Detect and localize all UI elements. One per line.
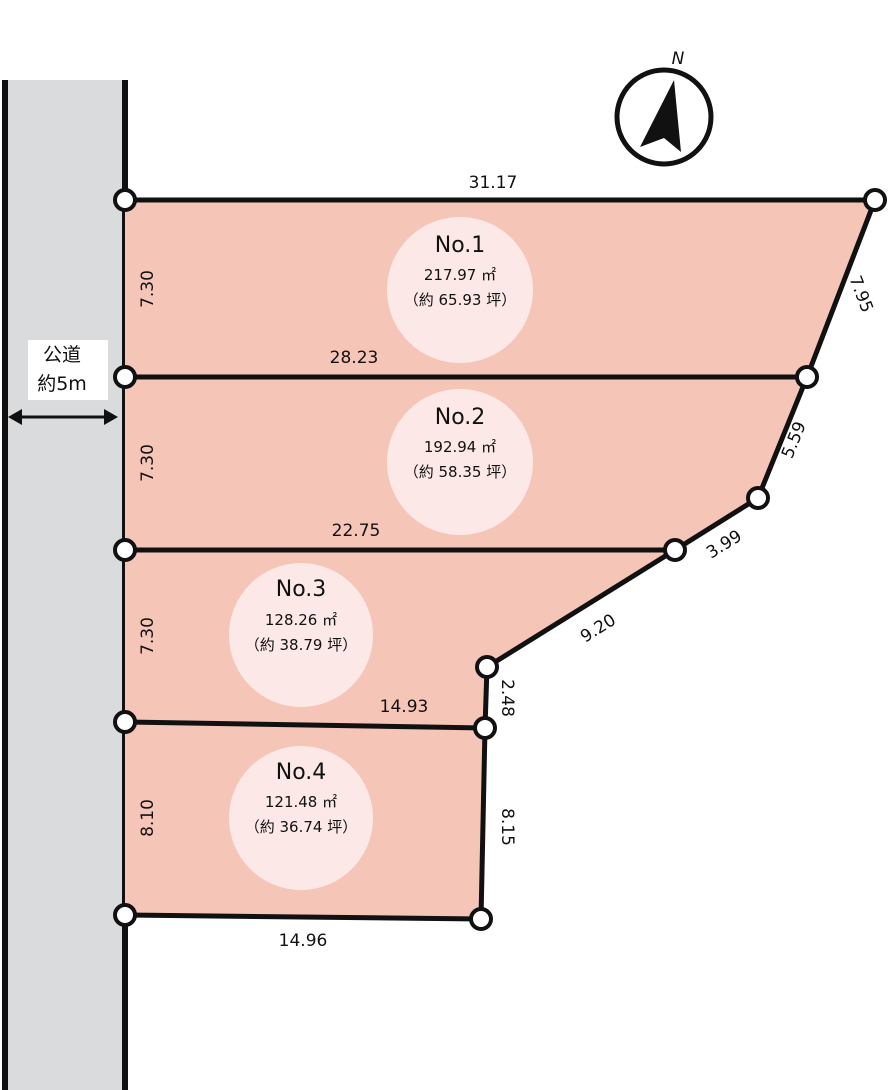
dimension-left-lot2: 7.30 (138, 444, 158, 482)
public-road (5, 80, 125, 1090)
lot-2-label-circle (387, 389, 533, 535)
dimension-left-lot4: 8.10 (138, 799, 158, 837)
lot-4-title: No.4 (276, 760, 327, 785)
corner-marker (746, 486, 770, 510)
corner-marker (113, 188, 137, 212)
corner-marker (663, 538, 687, 562)
road-label-background (28, 340, 108, 400)
corner-marker (473, 716, 497, 740)
lot-3-title: No.3 (276, 577, 327, 602)
lot-3-tsubo-text: （約 38.79 坪） (245, 636, 357, 654)
corner-marker (113, 365, 137, 389)
lot-4-tsubo-text: （約 36.74 坪） (245, 818, 357, 836)
dimension-left-lot3: 7.30 (138, 617, 158, 655)
dimension-edge-8-15: 8.15 (497, 808, 517, 846)
dimension-lot3-lot4: 14.93 (380, 697, 429, 717)
dimension-edge-2-48: 2.48 (497, 679, 517, 717)
lot-2-title: No.2 (435, 405, 486, 430)
dimension-edge-3-99: 3.99 (703, 526, 746, 563)
corner-marker (795, 365, 819, 389)
dimension-left-lot1: 7.30 (138, 270, 158, 308)
lot-1-title: No.1 (435, 233, 486, 258)
lot-1-label-circle (387, 217, 533, 363)
north-label: N (672, 49, 685, 69)
lot-2-area-text: 192.94 ㎡ (424, 438, 496, 456)
corner-marker (113, 538, 137, 562)
corner-marker (863, 188, 887, 212)
corner-markers (113, 188, 887, 931)
road-label-name: 公道 (43, 344, 81, 366)
corner-marker (475, 655, 499, 679)
dimension-bottom: 14.96 (279, 931, 328, 951)
dimension-top: 31.17 (469, 173, 518, 193)
lot-1-tsubo-text: （約 65.93 坪） (404, 291, 516, 309)
lot-4-area-text: 121.48 ㎡ (265, 793, 337, 811)
dimension-lot1-lot2: 28.23 (330, 348, 379, 368)
corner-marker (113, 903, 137, 927)
lot-1-area-text: 217.97 ㎡ (424, 266, 496, 284)
lot-3-area-text: 128.26 ㎡ (265, 611, 337, 629)
north-compass-icon (614, 67, 714, 167)
corner-marker (469, 907, 493, 931)
lot-2-tsubo-text: （約 58.35 坪） (404, 463, 516, 481)
dimension-lot2-lot3: 22.75 (332, 521, 381, 541)
road-width-arrow-icon (8, 409, 118, 425)
corner-marker (113, 710, 137, 734)
lot-4-label-circle (229, 746, 373, 890)
road-label-width: 約5m (37, 373, 87, 395)
dimension-edge-7-95: 7.95 (845, 273, 877, 316)
dimension-edge-9-20: 9.20 (577, 610, 620, 647)
lot-3-label-circle (229, 563, 373, 707)
